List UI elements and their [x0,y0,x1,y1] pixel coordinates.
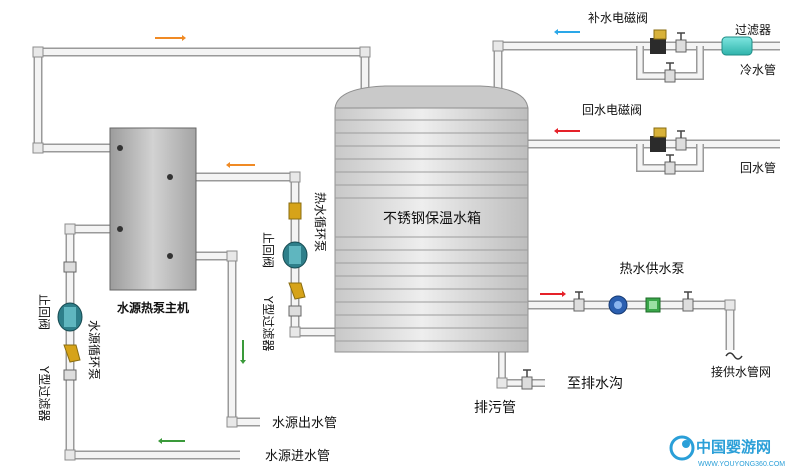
pipe-source-loop [65,224,240,460]
hot-supply-pump-label: 热水供水泵 [619,262,684,277]
pump-icon [608,295,628,315]
watermark: 中国婴游网 WWW.YOUYONG360.COM [669,435,785,468]
y-filter-icon [63,344,81,363]
check-valve-mid-label: 止回阀 [261,232,275,268]
gate-valve-icon [675,32,687,53]
flow-arrow-icon [554,128,580,134]
supply-network-label: 接供水管网 [711,364,771,379]
pipe-hot-supply [528,300,735,350]
hot-circ-components: 热水循环泵 止回阀 Y型过滤器 [261,192,327,351]
gate-valve-icon [521,369,533,390]
check-valve-icon [288,202,302,220]
source-circ-pump-label: 水源循环泵 [87,320,101,380]
filter-label: 过滤器 [735,23,771,37]
return-valve-label: 回水电磁阀 [582,102,642,117]
source-inlet-label: 水源进水管 [265,449,330,464]
open-end-symbol [725,352,743,360]
makeup-valve-label: 补水电磁阀 [588,10,648,25]
source-loop-components: 止回阀 水源循环泵 Y型过滤器 [37,261,101,421]
check-valve-left-label: 止回阀 [37,294,51,330]
check-valve-icon [645,297,661,313]
storage-tank: 不锈钢保温水箱 [334,85,529,353]
gate-valve-icon [63,261,77,273]
hot-supply-assembly: 热水供水泵 接供水管网 [573,262,771,379]
drain-assembly: 至排水沟 排污管 [474,369,623,416]
flow-arrow-icon [540,291,566,297]
gate-valve-icon [288,305,302,317]
flow-arrow-icon [155,35,186,41]
gate-valve-icon [63,369,77,381]
flow-arrow-icon [554,29,580,35]
flow-arrow-icon [158,438,185,444]
y-filter-icon [288,282,306,300]
y-filter-mid-label: Y型过滤器 [261,295,275,351]
source-outlet-label: 水源出水管 [272,416,337,431]
gate-valve-icon [664,62,676,83]
sewage-pipe-label: 排污管 [474,400,516,416]
pipe-top-loop [33,47,370,153]
pump-icon [57,302,83,332]
filter-cylinder-icon [721,36,753,56]
hot-circ-pump-label: 热水循环泵 [313,192,327,252]
gate-valve-icon [664,154,676,175]
drain-ditch-label: 至排水沟 [567,376,623,392]
flow-arrow-icon [240,340,246,364]
watermark-main-text: 中国婴游网 [696,438,771,456]
watermark-url-text: WWW.YOUYONG360.COM [698,461,785,468]
cold-pipe-label: 冷水管 [740,62,776,77]
tank-label: 不锈钢保温水箱 [383,211,481,227]
makeup-assembly: 补水电磁阀 过滤器 冷水管 [588,10,776,83]
heat-pump-unit: 水源热泵主机 [109,127,197,315]
pipe-joints [32,40,736,461]
gate-valve-icon [675,130,687,151]
pump-icon [282,241,308,269]
y-filter-left-label: Y型过滤器 [37,365,51,421]
return-assembly: 回水电磁阀 回水管 [582,102,776,175]
solenoid-valve-icon [650,29,667,54]
pipe-source-outlet [170,251,260,427]
flow-arrows [155,29,580,444]
watermark-logo-icon [669,435,695,461]
return-pipe-label: 回水管 [740,160,776,175]
gate-valve-icon [573,291,585,312]
flow-arrow-icon [226,162,255,168]
solenoid-valve-icon [650,127,667,152]
heat-pump-label: 水源热泵主机 [117,300,189,315]
gate-valve-icon [682,291,694,312]
